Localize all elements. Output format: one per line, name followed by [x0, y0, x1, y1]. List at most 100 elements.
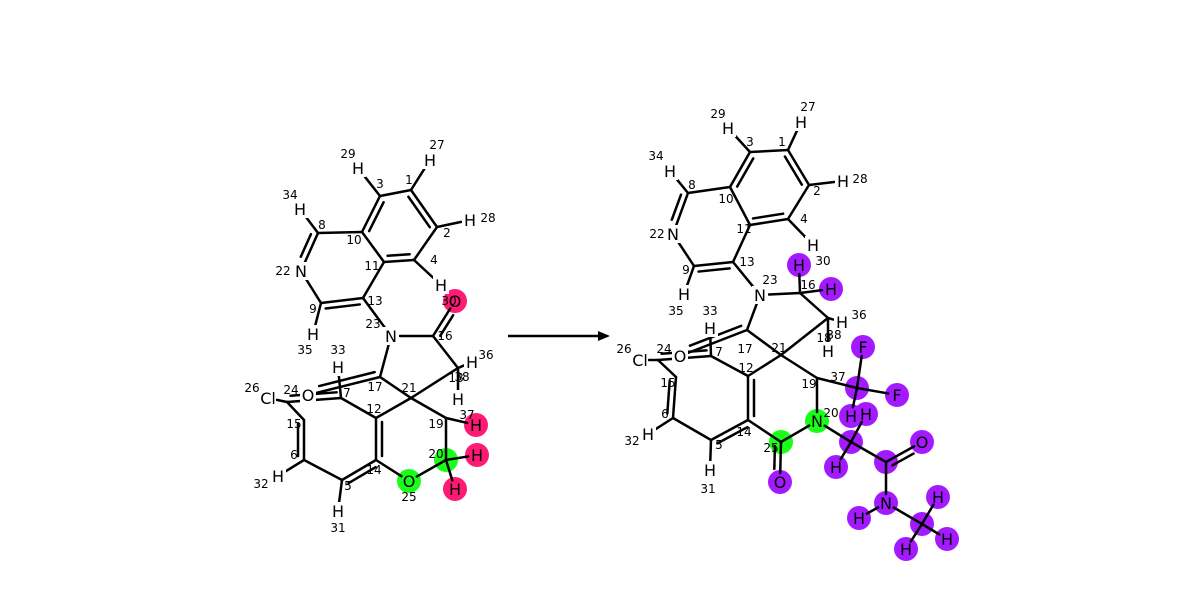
bond-p13-p23 — [731, 260, 756, 290]
bond-pCc-pHc2 — [920, 522, 941, 536]
bond-pCb-pOb — [891, 452, 915, 467]
atom-pF2: F — [892, 386, 901, 405]
bond-p17-pO17 — [687, 328, 749, 354]
bond-p9-p35 — [685, 264, 696, 287]
bond-p8-p22 — [670, 193, 683, 221]
highlight-pH37b — [854, 402, 878, 426]
highlight-r25 — [397, 469, 421, 493]
label-bg-r26 — [260, 389, 276, 407]
bond-p10-p3 — [728, 150, 752, 189]
atom-r36: H — [466, 353, 478, 372]
atom-p26: Cl — [632, 351, 648, 370]
bond-pCa-pHa1 — [839, 440, 853, 461]
atom-number-p8: 8 — [688, 178, 696, 192]
reaction-arrow — [508, 331, 610, 341]
atom-number-p11: 11 — [736, 222, 751, 236]
bond-r24-r15 — [285, 400, 306, 422]
atom-number-p37: 37 — [830, 370, 845, 384]
highlight-pHc3 — [894, 537, 918, 561]
bond-pCa-pCb — [849, 440, 888, 464]
atom-number-p14: 14 — [736, 425, 751, 439]
bond-p1-p2 — [786, 148, 811, 187]
bond-p9-p13 — [697, 267, 731, 273]
bond-r8-r22 — [303, 231, 320, 265]
atom-number-r8: 8 — [318, 218, 326, 232]
bond-r17-rO17 — [317, 370, 376, 388]
atom-number-p20: 20 — [823, 406, 838, 420]
atom-number-r23: 23 — [365, 317, 380, 331]
atom-number-r16: 16 — [437, 329, 452, 343]
atom-number-p23: 23 — [762, 273, 777, 287]
highlight-pNb — [874, 491, 898, 515]
atom-number-r7: 7 — [343, 386, 351, 400]
product-highlights — [768, 253, 959, 561]
bond-r10-r3 — [367, 201, 385, 233]
bond-r3-r29 — [362, 173, 382, 198]
bond-p10-p3 — [735, 157, 755, 188]
atom-pHc2: H — [941, 530, 953, 549]
bond-p20-pCa — [823, 424, 853, 444]
bond-r1-r2 — [409, 188, 439, 229]
bond-p25-pO25 — [773, 444, 777, 471]
bond-p6-p32 — [654, 416, 675, 431]
bond-r24-r26 — [275, 398, 289, 404]
atom-number-r28: 28 — [480, 211, 495, 225]
bond-p1-p27 — [786, 128, 799, 152]
atom-number-p6: 6 — [661, 407, 669, 421]
bond-r2-r4 — [412, 225, 439, 262]
bond-r20-rH20a — [444, 455, 470, 462]
bond-r5-r14 — [340, 458, 378, 482]
bond-p13-p11 — [731, 223, 752, 264]
atom-pH37b: H — [860, 405, 872, 424]
bond-p24-p15 — [656, 358, 678, 379]
label-bg-r4h — [433, 276, 449, 294]
bond-r19-r37 — [444, 416, 469, 425]
atom-number-r31: 31 — [330, 521, 345, 535]
bond-p1-p2 — [783, 155, 804, 186]
bond-p1-p3 — [748, 148, 790, 154]
atom-r29: H — [352, 159, 364, 178]
bond-p15-p6 — [666, 379, 671, 415]
atom-number-p36: 36 — [851, 308, 866, 322]
bond-p12-p7 — [709, 354, 750, 378]
label-bg-r31 — [330, 502, 346, 520]
atom-p23: N — [754, 286, 766, 305]
atom-number-p27: 27 — [800, 100, 815, 114]
atom-rH20a: H — [471, 446, 483, 465]
bond-p16-p18 — [798, 291, 830, 320]
atom-number-p38: 38 — [826, 328, 841, 342]
atom-number-r6: 6 — [290, 448, 298, 462]
atom-number-p22: 22 — [649, 227, 664, 241]
atom-number-p12: 12 — [738, 361, 753, 375]
label-bg-r36 — [464, 353, 480, 371]
atom-p20: N — [811, 412, 823, 431]
atom-number-p10: 10 — [718, 192, 733, 206]
highlight-r30 — [443, 289, 467, 313]
atom-rH20b: H — [449, 480, 461, 499]
bond-p6-p5 — [671, 416, 713, 442]
atom-number-p28: 28 — [852, 172, 867, 186]
label-bg-p31 — [702, 461, 718, 479]
atom-pH16b: H — [825, 280, 837, 299]
reactant-labels: 123456789101112131415161718192021N22N232… — [244, 138, 495, 535]
label-bg-p34 — [662, 162, 678, 180]
atom-r38: H — [452, 390, 464, 409]
bond-r16-r30 — [438, 313, 455, 338]
label-bg-r38 — [450, 390, 466, 408]
atom-r34: H — [294, 200, 306, 219]
bond-p5-p14 — [716, 425, 749, 445]
bond-p19-p37 — [815, 376, 859, 390]
bond-r16-r30 — [431, 307, 452, 338]
highlight-pH16b — [819, 277, 843, 301]
atom-number-r1: 1 — [405, 173, 413, 187]
atom-pNb: N — [880, 494, 892, 513]
atom-number-r34: 34 — [282, 188, 297, 202]
bond-p23-p16 — [767, 291, 802, 296]
atom-number-r18: 18 — [448, 371, 463, 385]
bond-r7-r33 — [337, 374, 343, 400]
atom-p38: H — [822, 342, 834, 361]
atom-p4h: H — [807, 236, 819, 255]
bond-p21-p19 — [779, 353, 819, 380]
bond-p8-p34 — [674, 176, 690, 195]
bond-pCc-pHc1 — [920, 503, 935, 526]
